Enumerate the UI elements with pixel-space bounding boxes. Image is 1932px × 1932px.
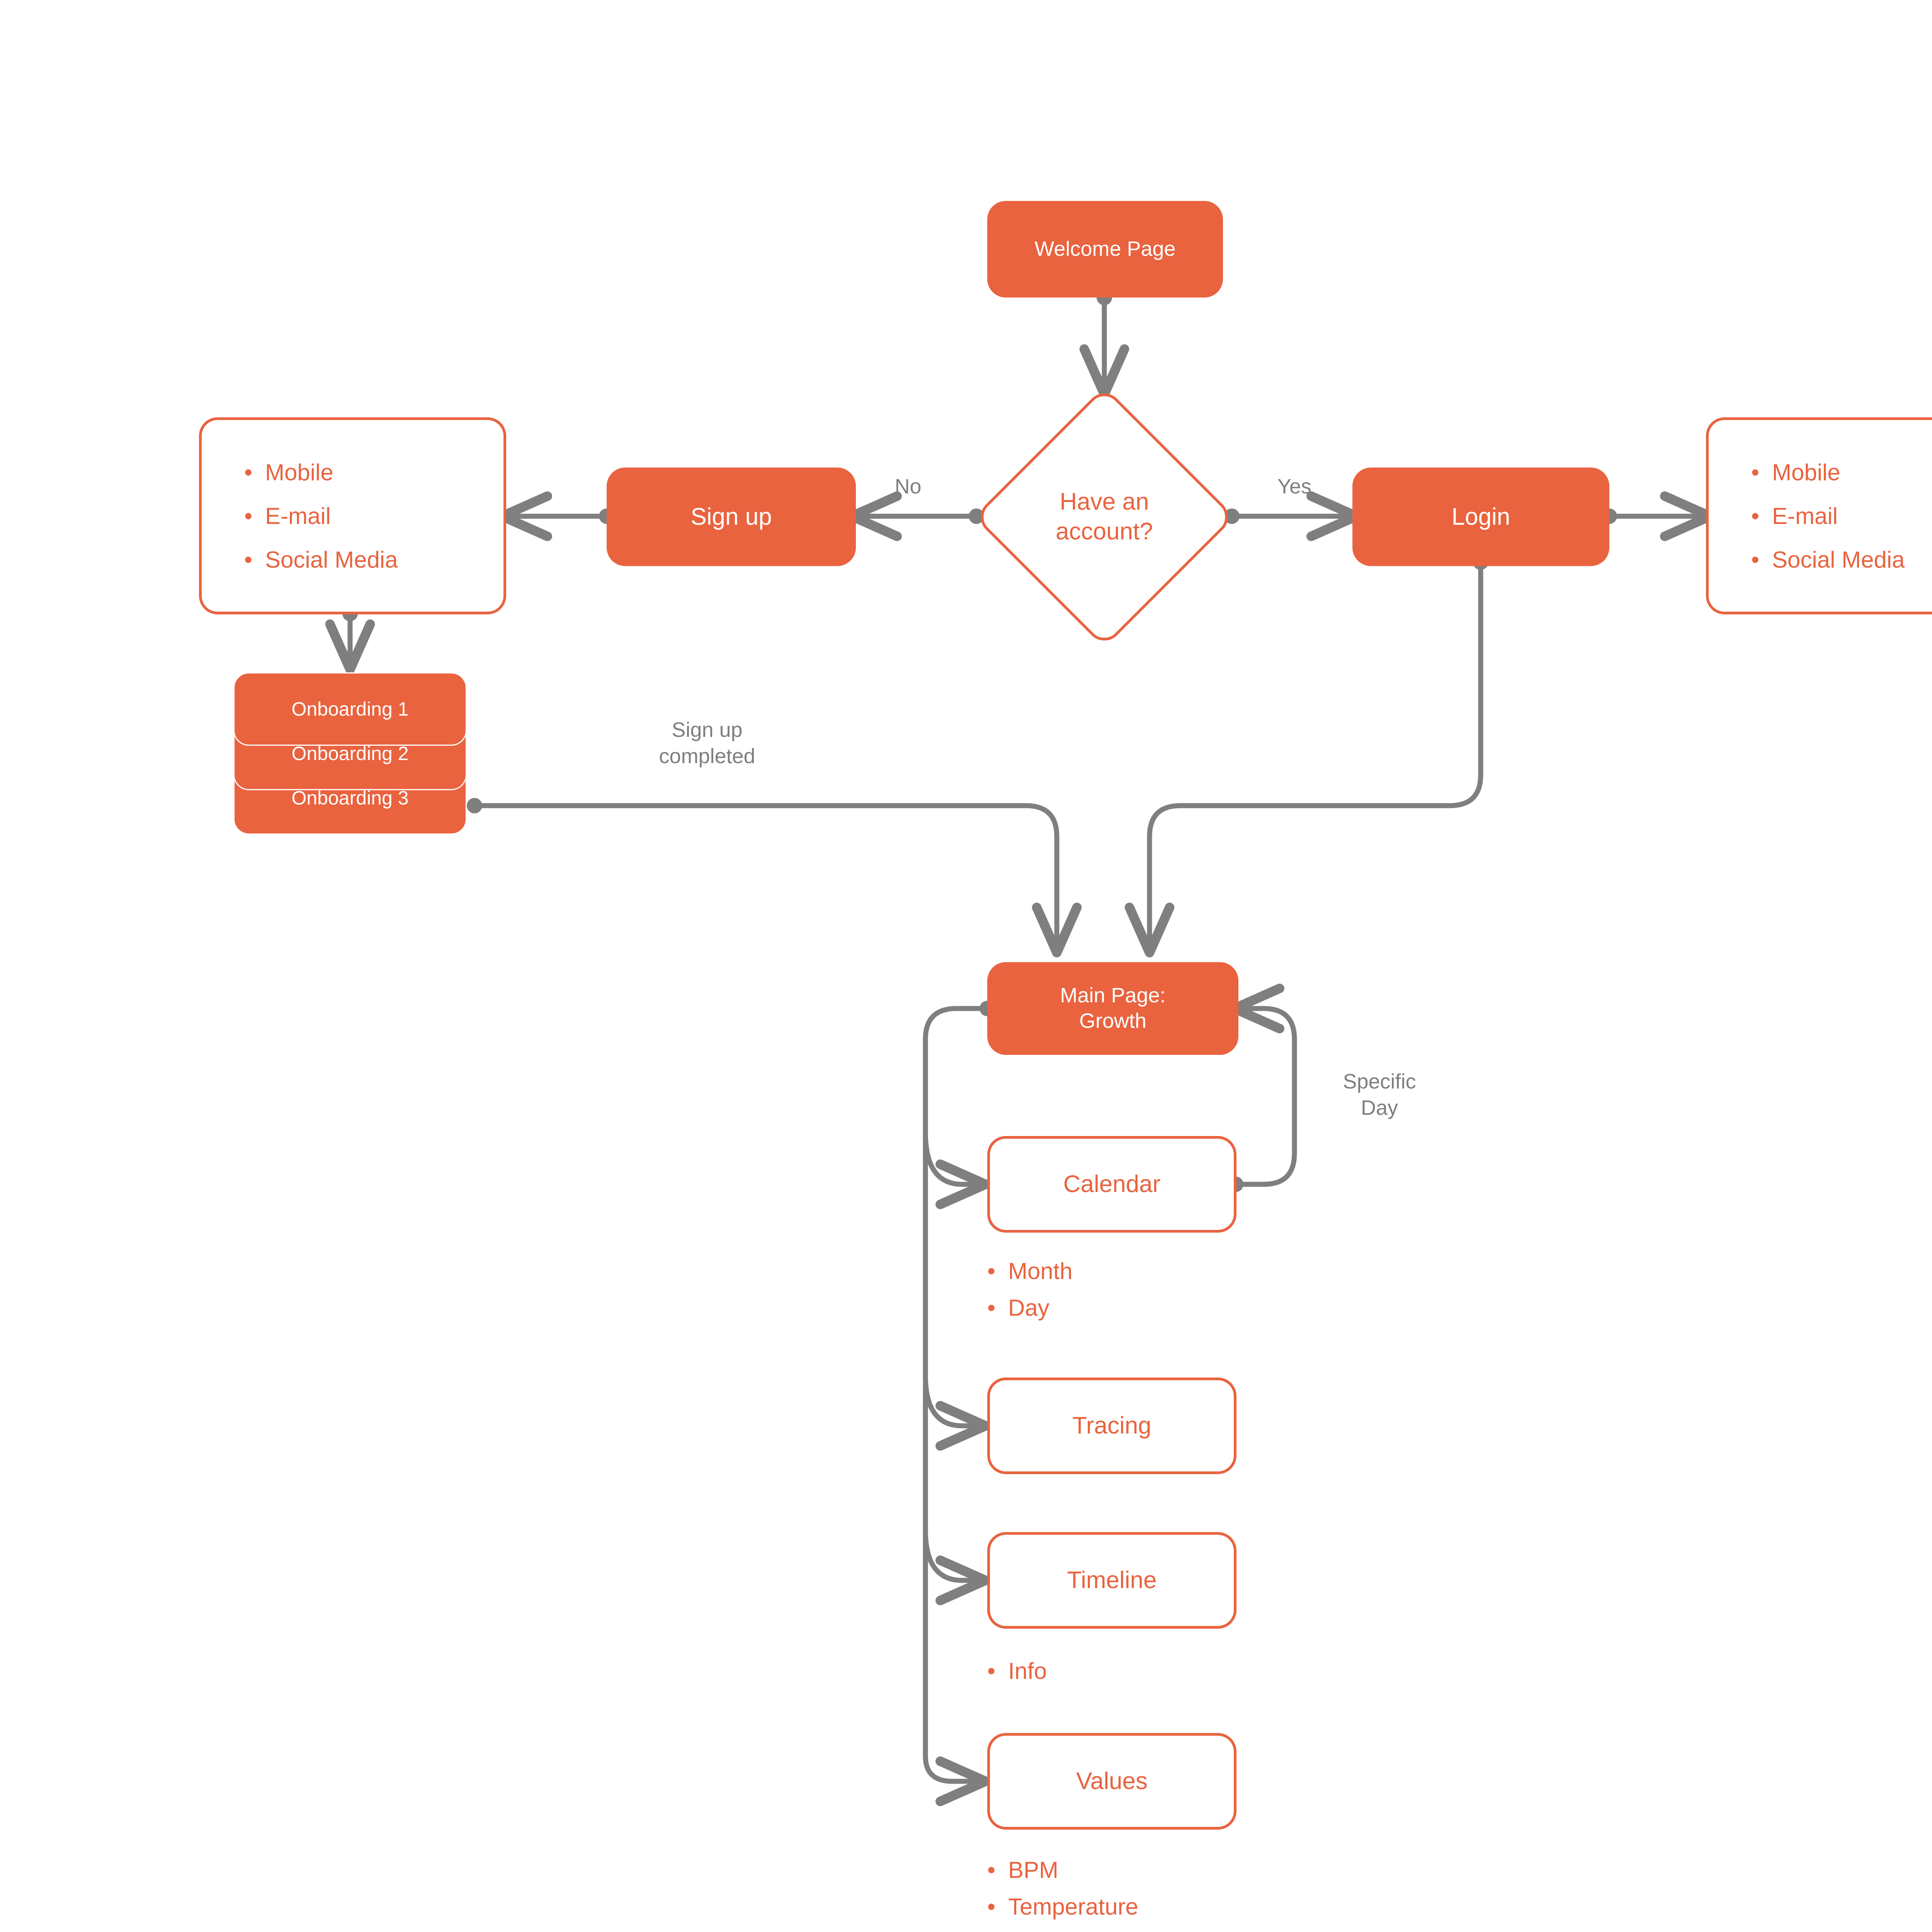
edge-label-no: No [895, 475, 922, 498]
list-timeline-details: • Info [987, 1658, 1258, 1684]
list-item: • Mobile [244, 459, 503, 486]
node-main-page-growth[interactable]: Main Page: Growth [987, 962, 1238, 1055]
node-calendar-label: Calendar [1063, 1171, 1161, 1198]
list-item-label: Temperature [1008, 1894, 1138, 1920]
node-tracing-label: Tracing [1072, 1412, 1151, 1439]
node-decision-have-account[interactable]: Have an account? [977, 389, 1232, 645]
node-welcome-page[interactable]: Welcome Page [987, 201, 1223, 298]
bullet-dot-icon: • [987, 1930, 1008, 1932]
timeline-details-list: • Info [987, 1658, 1258, 1684]
list-item-label: Social Media [265, 546, 398, 573]
list-calendar-details: • Month • Day [987, 1258, 1258, 1321]
list-item: • E-mail [1751, 503, 1932, 529]
node-decision-label: Have an account? [1056, 488, 1153, 545]
card-login-methods: • Mobile • E-mail • Social Media [1706, 417, 1932, 614]
onboarding-stack: Onboarding 3 Onboarding 2 Onboarding 1 [233, 672, 474, 920]
bullet-dot-icon: • [1751, 459, 1760, 485]
edge-label-yes: Yes [1277, 475, 1312, 498]
list-item-label: E-mail [265, 503, 331, 529]
bullet-dot-icon: • [987, 1258, 996, 1284]
bullet-dot-icon: • [244, 503, 253, 529]
list-item-label: Mobile [265, 459, 333, 485]
list-item: • Social Media [1751, 546, 1932, 573]
node-timeline[interactable]: Timeline [987, 1532, 1236, 1629]
values-details-list: • BPM • Temperature • Contractions [987, 1857, 1335, 1932]
node-signup[interactable]: Sign up [607, 468, 856, 566]
node-calendar[interactable]: Calendar [987, 1136, 1236, 1233]
list-item: • BPM [987, 1857, 1335, 1883]
list-item: • Month [987, 1258, 1258, 1284]
list-item-label: Contractions [1008, 1930, 1138, 1932]
list-item-label: Month [1008, 1258, 1073, 1284]
node-onboarding-3-label: Onboarding 3 [291, 787, 409, 809]
node-onboarding-1[interactable]: Onboarding 1 [233, 672, 467, 746]
edge-spine-to-calendar [923, 1132, 990, 1209]
edge-label-signup-completed: Sign up completed [659, 718, 755, 768]
list-item-label: Social Media [1772, 546, 1905, 573]
node-login[interactable]: Login [1352, 468, 1609, 566]
edge-spine-to-tracing [923, 1375, 990, 1451]
list-item-label: E-mail [1772, 503, 1838, 529]
node-main-page-growth-label: Main Page: Growth [1060, 984, 1166, 1032]
list-item: • Contractions [987, 1930, 1335, 1932]
node-onboarding-2-label: Onboarding 2 [291, 743, 409, 764]
node-login-label: Login [1451, 503, 1510, 530]
node-signup-label: Sign up [690, 503, 772, 530]
edge-calendar-to-mainpage [1230, 983, 1297, 1187]
list-item-label: Mobile [1772, 459, 1840, 485]
list-item: • Social Media [244, 546, 503, 573]
node-onboarding-1-label: Onboarding 1 [291, 698, 409, 720]
node-values[interactable]: Values [987, 1733, 1236, 1830]
edge-label-specific-day: Specific Day [1343, 1070, 1416, 1120]
list-item-label: Info [1008, 1658, 1047, 1684]
bullet-dot-icon: • [987, 1295, 996, 1321]
node-welcome-page-label: Welcome Page [1034, 237, 1176, 261]
node-values-label: Values [1076, 1768, 1148, 1795]
list-item-label: BPM [1008, 1857, 1059, 1883]
edge-onboarding-to-mainpage [474, 803, 1082, 957]
login-methods-list: • Mobile • E-mail • Social Media [1751, 459, 1932, 573]
list-item: • Temperature [987, 1893, 1335, 1920]
list-item: • Day [987, 1294, 1258, 1321]
bullet-dot-icon: • [1751, 546, 1760, 573]
bullet-dot-icon: • [244, 546, 253, 573]
calendar-details-list: • Month • Day [987, 1258, 1258, 1321]
card-signup-methods: • Mobile • E-mail • Social Media [199, 417, 506, 614]
diamond-shape [981, 393, 1228, 641]
node-timeline-label: Timeline [1067, 1567, 1157, 1594]
list-item-label: Day [1008, 1295, 1049, 1321]
list-item: • Mobile [1751, 459, 1932, 486]
edge-spine-to-timeline [923, 1530, 990, 1605]
bullet-dot-icon: • [244, 459, 253, 485]
list-values-details: • BPM • Temperature • Contractions [987, 1857, 1335, 1932]
bullet-dot-icon: • [987, 1894, 996, 1920]
node-tracing[interactable]: Tracing [987, 1378, 1236, 1474]
bullet-dot-icon: • [1751, 503, 1760, 529]
bullet-dot-icon: • [987, 1857, 996, 1883]
edge-mainpage-spine-to-values [923, 1006, 990, 1806]
bullet-dot-icon: • [987, 1658, 996, 1684]
list-item: • Info [987, 1658, 1258, 1684]
list-item: • E-mail [244, 503, 503, 529]
signup-methods-list: • Mobile • E-mail • Social Media [244, 459, 503, 573]
